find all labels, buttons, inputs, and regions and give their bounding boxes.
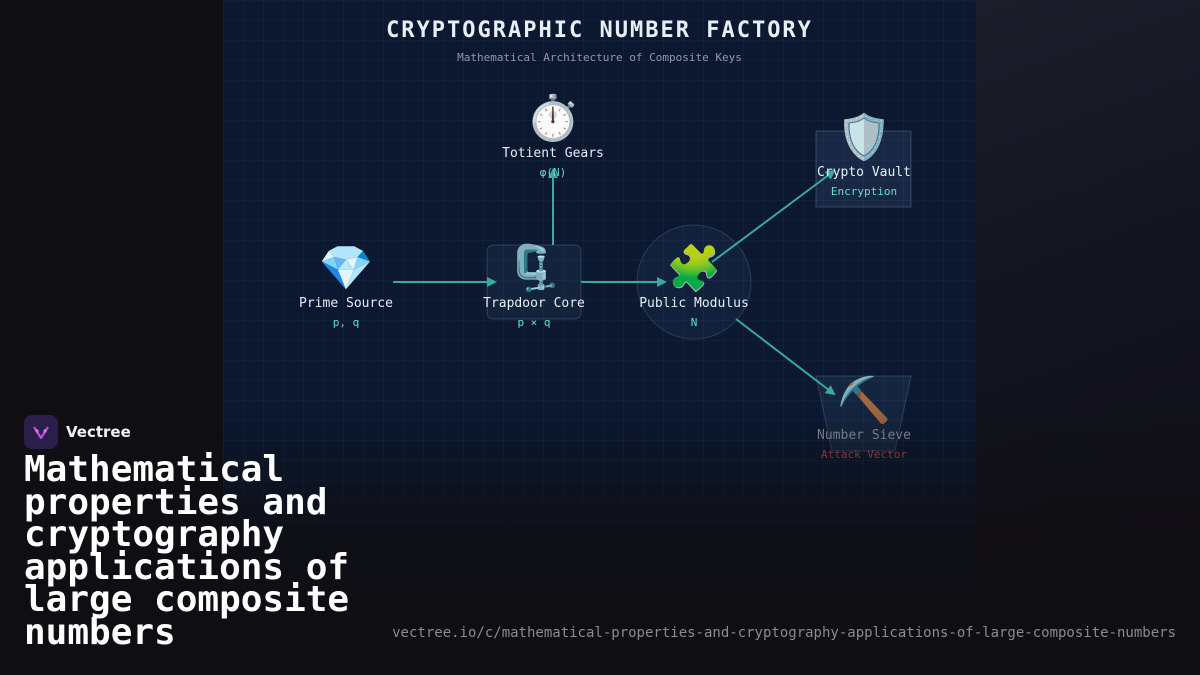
node-totient-gears: ⏱️ Totient Gears φ(N) [493,93,613,180]
node-number-sieve: ⛏️ Number Sieve Attack Vector [804,375,924,462]
node-sublabel: Encryption [830,185,898,198]
puzzle-piece-icon: 🧩 [666,243,722,294]
node-sublabel: p × q [517,316,551,329]
vectree-logo-icon [24,415,58,449]
diagram-subtitle: Mathematical Architecture of Composite K… [457,51,742,64]
node-label: Number Sieve [817,428,911,443]
node-label: Prime Source [299,296,393,311]
node-label: Public Modulus [639,296,749,311]
stopwatch-icon: ⏱️ [525,93,581,144]
clamp-icon: 🗜️ [506,243,562,294]
node-prime-source: 💎 Prime Source p, q [286,243,406,330]
node-sublabel: p, q [332,316,360,329]
node-label: Totient Gears [502,146,604,161]
node-label: Trapdoor Core [483,296,585,311]
node-sublabel: Attack Vector [820,448,908,461]
diagram-title: CRYPTOGRAPHIC NUMBER FACTORY [386,18,813,43]
pickaxe-icon: ⛏️ [836,375,892,426]
node-crypto-vault: 🛡️ Crypto Vault Encryption [804,112,924,199]
brand-name: Vectree [66,423,131,441]
node-sublabel: N [690,316,698,329]
gem-icon: 💎 [318,243,374,294]
shield-icon: 🛡️ [836,112,892,163]
brand: Vectree [24,415,131,449]
node-label: Crypto Vault [817,165,911,180]
node-public-modulus: 🧩 Public Modulus N [634,243,754,330]
node-sublabel: φ(N) [539,166,567,179]
page-headline: Mathematical properties and cryptography… [24,449,350,653]
page-url[interactable]: vectree.io/c/mathematical-properties-and… [392,625,1176,641]
node-trapdoor-core: 🗜️ Trapdoor Core p × q [474,243,594,330]
